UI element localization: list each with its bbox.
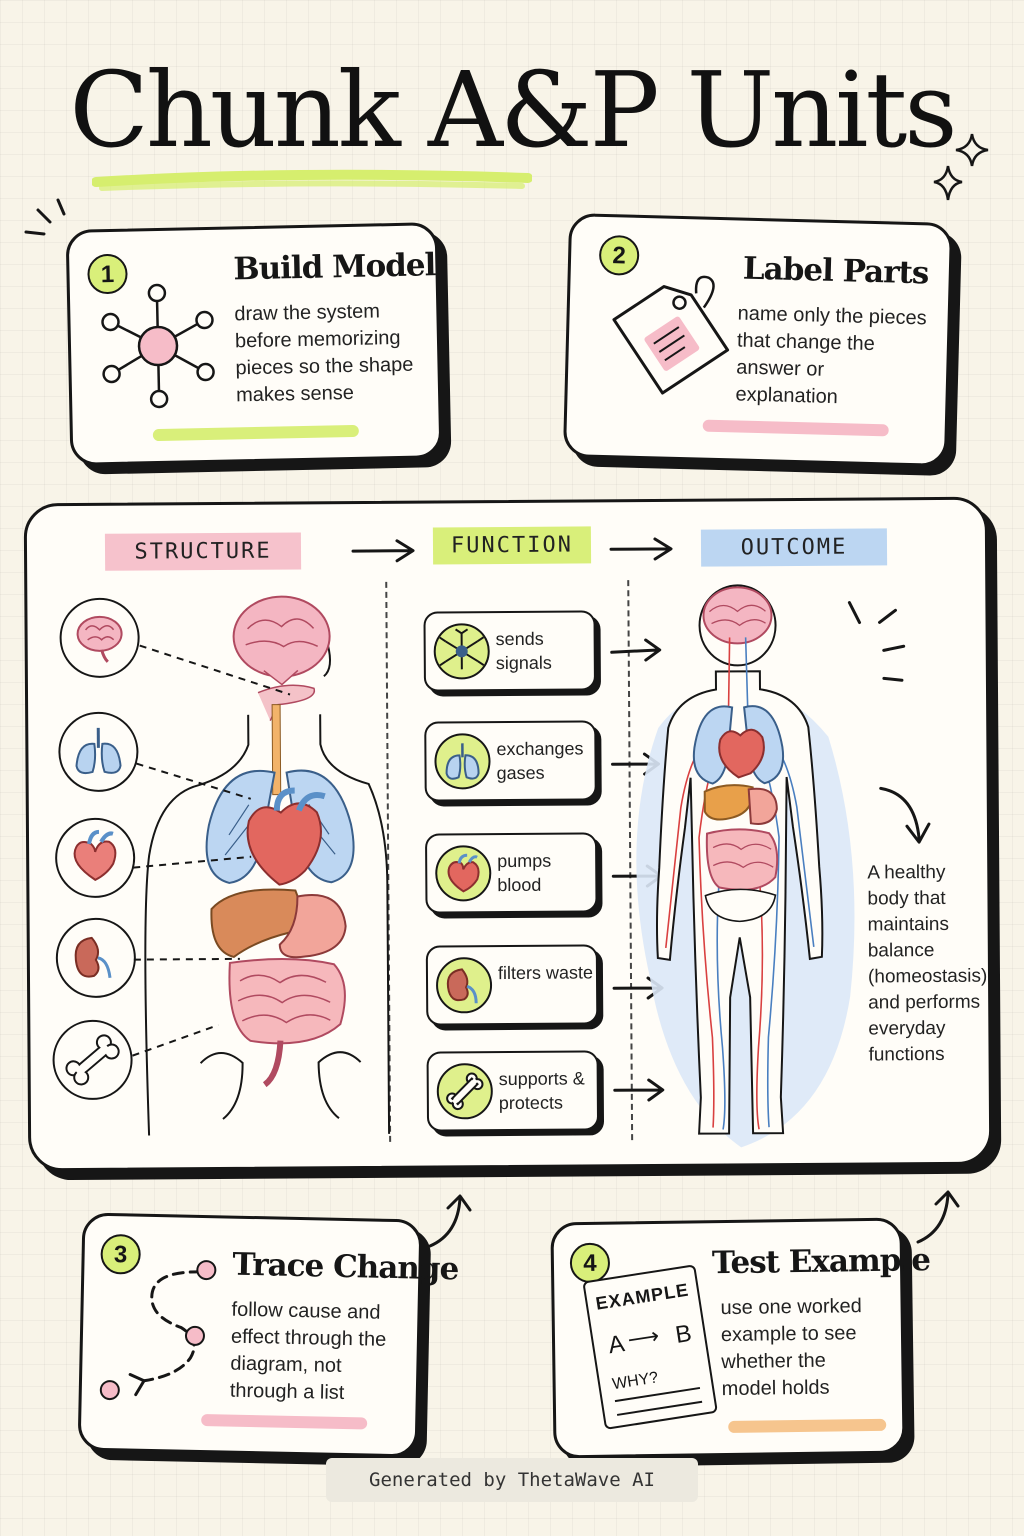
step-description: draw the system before memorizing pieces… <box>234 300 414 407</box>
kidney-icon <box>74 936 112 978</box>
arrow-right-icon <box>351 539 415 563</box>
lungs-icon <box>75 727 122 775</box>
function-label: sends signals <box>495 628 552 674</box>
step-title: Trace Change <box>232 1246 459 1288</box>
footer-credit: Generated by ThetaWave AI <box>326 1458 698 1502</box>
curved-arrow-up-icon <box>916 1190 960 1244</box>
curved-arrow-up-icon <box>428 1194 472 1248</box>
step-card-trace-change: 3 Trace Change follow cause and effect t… <box>77 1212 459 1458</box>
function-box-filters-waste: filters waste <box>425 944 599 1026</box>
structure-connectors <box>132 644 291 1057</box>
curved-arrow-down-icon <box>879 786 931 844</box>
function-box-supports-protects: supports & protects <box>426 1050 600 1132</box>
example-card-line <box>616 1400 703 1416</box>
radiance-marks-icon <box>847 601 906 682</box>
step-card-build-model: 1 Build Model draw the system before mem… <box>65 222 443 466</box>
step-card-test-example: 4 EXAMPLE A ⟶ B WHY? Test Example use on… <box>550 1217 930 1459</box>
lungs-icon <box>434 733 491 790</box>
step-title: Test Example <box>711 1242 931 1282</box>
arrow-right-icon: ⟶ <box>625 1322 661 1353</box>
emphasis-marks-icon <box>24 198 66 236</box>
highlight-stroke <box>152 424 359 442</box>
organ-circle-bone <box>52 1019 133 1101</box>
column-header-function: FUNCTION <box>432 526 592 565</box>
function-label: filters waste <box>497 962 594 984</box>
function-box-exchanges-gases: exchanges gases <box>424 720 597 802</box>
bone-icon <box>65 1034 120 1086</box>
example-card-a: A <box>606 1330 627 1360</box>
step-title: Label Parts <box>742 250 929 292</box>
step-description: follow cause and effect through the diag… <box>229 1298 387 1404</box>
function-label: exchanges gases <box>496 738 584 784</box>
page-title: Chunk A&P Units <box>69 49 957 171</box>
sparkle-icon <box>933 133 989 201</box>
step-description: name only the pieces that change the ans… <box>735 302 927 409</box>
arrow-right-icon <box>609 537 673 561</box>
example-card-why: WHY? <box>611 1369 660 1394</box>
example-card-heading: EXAMPLE <box>594 1279 691 1314</box>
heart-icon <box>73 829 117 882</box>
network-icon <box>101 283 215 409</box>
title-underline <box>92 169 532 191</box>
organ-circle-lungs <box>58 711 139 793</box>
example-card-icon: EXAMPLE A ⟶ B WHY? <box>582 1264 718 1430</box>
function-box-sends-signals: sends signals <box>423 610 596 692</box>
tag-icon <box>612 275 730 395</box>
structure-function-outcome-panel: STRUCTURE FUNCTION OUTCOME <box>23 496 993 1172</box>
step-title: Build Model <box>233 247 436 288</box>
organ-circle-kidney <box>55 917 137 999</box>
column-header-outcome: OUTCOME <box>700 528 888 567</box>
neuron-icon <box>433 623 490 680</box>
function-label: supports & protects <box>498 1068 585 1114</box>
step-description: use one worked example to see whether th… <box>720 1295 862 1401</box>
path-trace-icon <box>99 1260 217 1401</box>
function-label: pumps blood <box>497 850 552 896</box>
kidney-icon <box>435 957 493 1014</box>
organ-circle-heart <box>54 817 136 899</box>
heart-icon <box>435 845 492 902</box>
highlight-stroke <box>201 1413 368 1430</box>
step-card-label-parts: 2 Label Parts name only the pieces that … <box>562 213 954 467</box>
example-card-b: B <box>673 1319 694 1349</box>
organ-circle-brain <box>59 597 140 679</box>
highlight-stroke <box>702 419 889 437</box>
step-number: 4 <box>569 1242 611 1284</box>
brain-icon <box>76 615 123 663</box>
bone-icon <box>436 1063 493 1120</box>
torso-anatomy-illustration <box>144 595 391 1136</box>
highlight-stroke <box>728 1418 887 1434</box>
function-box-pumps-blood: pumps blood <box>424 832 598 914</box>
outcome-description: A healthy body that maintains balance (h… <box>867 861 988 1066</box>
full-body-illustration <box>636 584 855 1148</box>
